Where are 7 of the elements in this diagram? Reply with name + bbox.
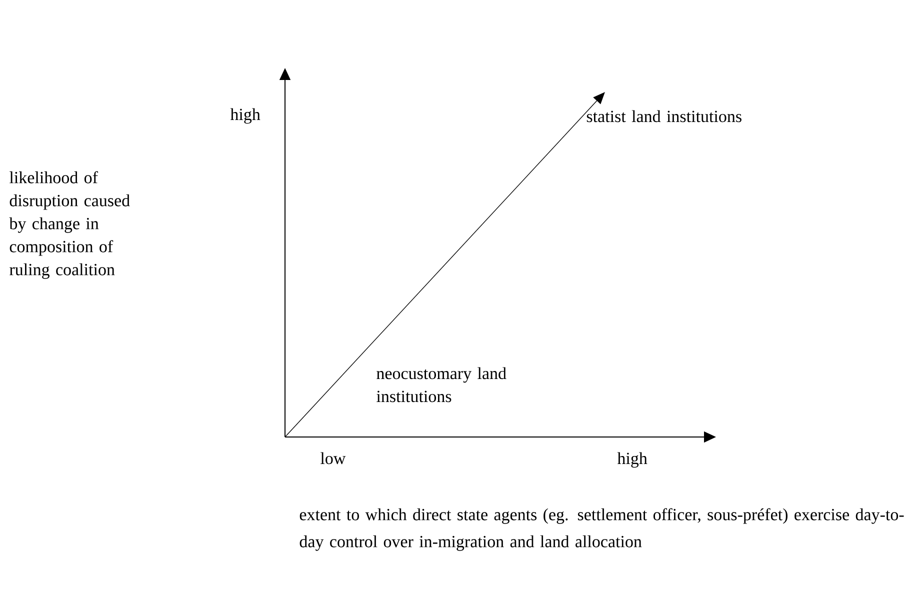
axis-label: high bbox=[617, 452, 648, 468]
axis-label: high bbox=[230, 108, 260, 124]
axis-label: neocustomary land institutions bbox=[376, 367, 506, 402]
axis-label: statist land institutions bbox=[586, 110, 742, 122]
axis-label: low bbox=[320, 452, 346, 464]
axis-label: extent to which direct state agents (eg. settlement officer, sous-préfet) exercise day-to-day control over in-migration and land allocation bbox=[300, 508, 904, 551]
axis-label: likelihood of disruption caused by change in composition of ruling coalition bbox=[9, 171, 130, 279]
